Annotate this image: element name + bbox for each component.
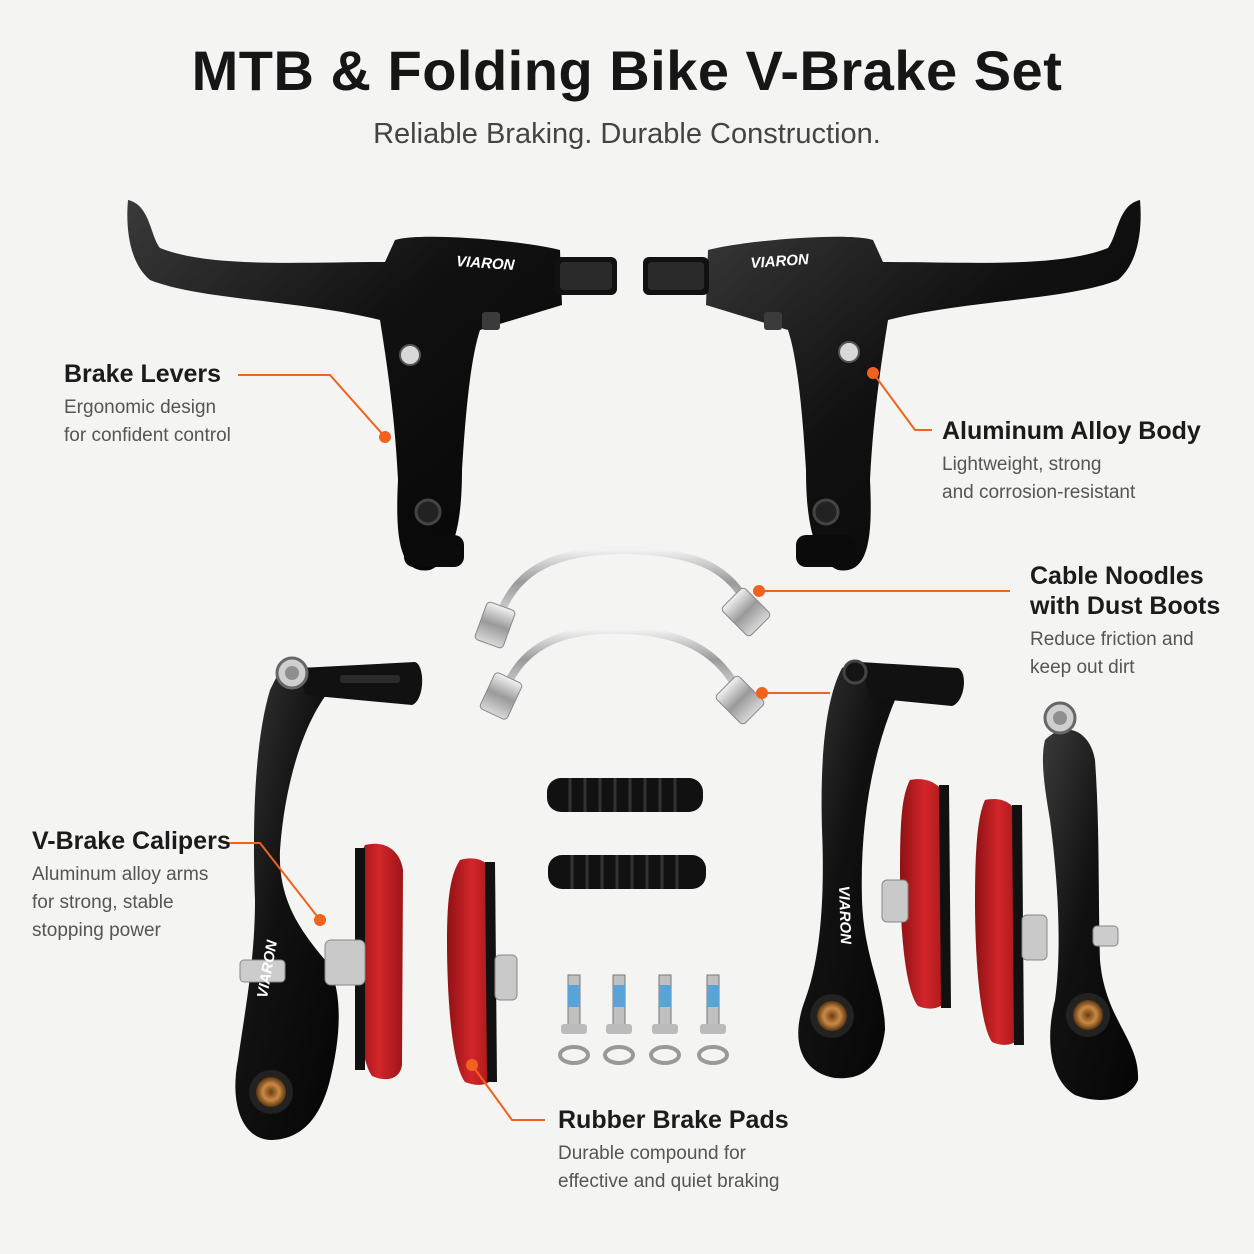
left-brake-pad-outer [447,858,518,1085]
page-subtitle: Reliable Braking. Durable Construction. [373,118,881,150]
callout-pads-desc-2: effective and quiet braking [558,1171,780,1192]
callout-brake-levers-desc-2: for confident control [64,425,231,446]
left-brake-lever: VIARON [127,200,617,571]
right-caliper-arm-back [1042,701,1139,1100]
right-brake-pad-outer [975,799,1048,1046]
callout-dots [314,367,879,1071]
mounting-screws [558,974,729,1065]
leader-line-brake-pads [471,1064,545,1121]
callout-cable-noodles-desc-2: keep out dirt [1030,657,1135,678]
callout-aluminum-body: Aluminum Alloy Body Lightweight, strong … [942,416,1201,507]
page-title: MTB & Folding Bike V-Brake Set [191,39,1063,102]
callout-calipers-desc-1: Aluminum alloy arms [32,864,209,885]
callout-aluminum-body-desc-2: and corrosion-resistant [942,482,1136,503]
right-brake-pad-inner [881,779,951,1009]
callout-cable-noodles-desc-1: Reduce friction and [1030,629,1194,650]
callout-leader-lines [223,372,1010,1121]
callout-pads-title: Rubber Brake Pads [558,1106,789,1134]
callout-v-brake-calipers: V-Brake Calipers Aluminum alloy arms for… [32,826,231,945]
left-brake-pad-inner [324,843,403,1080]
right-lever-brand-logo: VIARON [750,251,811,272]
callout-aluminum-body-desc-1: Lightweight, strong [942,454,1102,475]
callout-brake-levers: Brake Levers Ergonomic design for confid… [64,359,231,450]
callout-calipers-title: V-Brake Calipers [32,827,231,855]
cable-noodle-top [474,545,771,649]
callout-cable-noodles-title-2: with Dust Boots [1030,592,1221,620]
callout-cable-noodles-title-1: Cable Noodles [1030,562,1204,590]
callout-brake-levers-desc-1: Ergonomic design [64,397,217,418]
callout-calipers-desc-3: stopping power [32,920,161,941]
callout-rubber-brake-pads: Rubber Brake Pads Durable compound for e… [558,1105,789,1196]
cable-noodle-bottom [479,625,765,725]
callout-cable-noodles: Cable Noodles with Dust Boots Reduce fri… [1030,561,1220,682]
dust-boot-top [547,778,703,812]
leader-line-aluminum-body [872,372,932,431]
right-brake-lever: VIARON [643,200,1141,571]
right-caliper-brand-logo: VIARON [835,885,854,945]
callout-aluminum-body-title: Aluminum Alloy Body [942,417,1201,445]
callout-pads-desc-1: Durable compound for [558,1143,746,1164]
callout-brake-levers-title: Brake Levers [64,360,222,388]
leader-line-calipers [223,842,321,921]
left-caliper-arm: VIARON [235,656,423,1140]
leader-line-brake-levers [238,374,386,438]
left-lever-brand-logo: VIARON [456,253,517,274]
right-caliper-arm-front: VIARON [798,659,964,1079]
callout-calipers-desc-2: for strong, stable [32,892,174,913]
dust-boot-bottom [548,855,706,889]
